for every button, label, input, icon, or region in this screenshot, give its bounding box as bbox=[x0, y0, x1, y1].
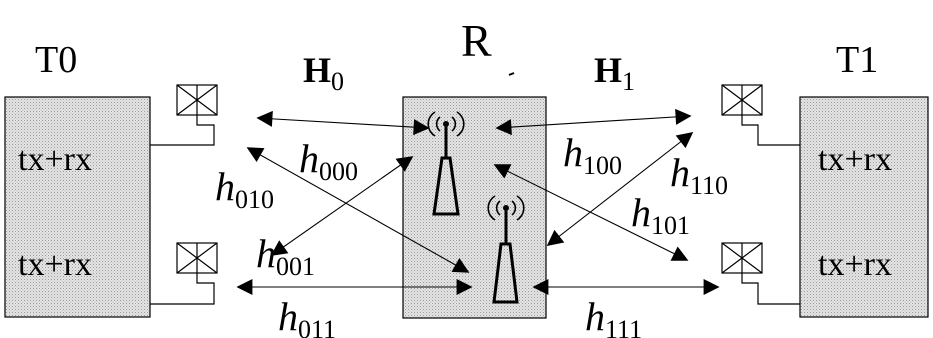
terminal-left-title: T0 bbox=[35, 39, 77, 81]
channel-h011-label: h011 bbox=[278, 294, 336, 338]
channel-h010-sub: 010 bbox=[235, 185, 274, 214]
channel-h000-label: h000 bbox=[299, 136, 358, 186]
terminal-right-unit-2: tx+rx bbox=[818, 246, 892, 283]
relay-title: R bbox=[461, 15, 492, 66]
terminal-right-title: T1 bbox=[836, 39, 878, 81]
terminal-right-unit-1: tx+rx bbox=[818, 141, 892, 178]
matrix-h0-index: 0 bbox=[331, 67, 344, 96]
channel-h110-sub: 110 bbox=[690, 171, 728, 200]
channel-h000-arrow bbox=[256, 110, 430, 136]
relay-title-dash bbox=[508, 72, 515, 76]
channel-h011-symbol: h bbox=[278, 294, 298, 338]
channel-h000-symbol: h bbox=[299, 136, 319, 181]
matrix-h1-symbol: H bbox=[594, 50, 622, 90]
channel-h100-label: h100 bbox=[563, 130, 622, 180]
t1-antenna-1-icon bbox=[721, 84, 800, 146]
matrix-h0-symbol: H bbox=[303, 50, 331, 90]
terminal-left-box bbox=[4, 96, 151, 318]
channel-h111-sub: 111 bbox=[605, 315, 642, 338]
channel-h101-symbol: h bbox=[631, 190, 651, 235]
matrix-h1-index: 1 bbox=[622, 67, 635, 96]
channel-h010-symbol: h bbox=[215, 164, 235, 209]
channel-h000-sub: 000 bbox=[319, 157, 358, 186]
channel-h001-symbol: h bbox=[256, 231, 276, 276]
terminal-right-box bbox=[799, 96, 929, 318]
channel-h001-sub: 001 bbox=[276, 252, 315, 281]
channel-h101-arrow bbox=[493, 164, 689, 261]
channel-h101-sub: 101 bbox=[651, 211, 690, 240]
channel-h111-symbol: h bbox=[585, 294, 605, 338]
channel-h100-sub: 100 bbox=[583, 151, 622, 180]
channel-h101-label: h101 bbox=[631, 190, 690, 240]
terminal-left-unit-2: tx+rx bbox=[18, 246, 92, 283]
channel-h001-arrow bbox=[270, 156, 414, 256]
matrix-h0-label: H0 bbox=[303, 50, 344, 96]
channel-h110-label: h110 bbox=[670, 150, 728, 200]
channel-h100-symbol: h bbox=[563, 130, 583, 175]
channel-h100-arrow bbox=[495, 108, 692, 136]
t0-antenna-2-icon bbox=[150, 242, 218, 305]
channel-h110-symbol: h bbox=[670, 150, 690, 195]
channel-h001-label: h001 bbox=[256, 231, 315, 281]
t1-antenna-2-icon bbox=[721, 242, 800, 305]
t0-antenna-1-icon bbox=[150, 84, 218, 146]
channel-h111-label: h111 bbox=[585, 294, 642, 338]
channel-h011-sub: 011 bbox=[298, 315, 336, 338]
matrix-h1-label: H1 bbox=[594, 50, 635, 96]
terminal-left-unit-1: tx+rx bbox=[18, 141, 92, 178]
channel-h010-label: h010 bbox=[215, 164, 274, 214]
